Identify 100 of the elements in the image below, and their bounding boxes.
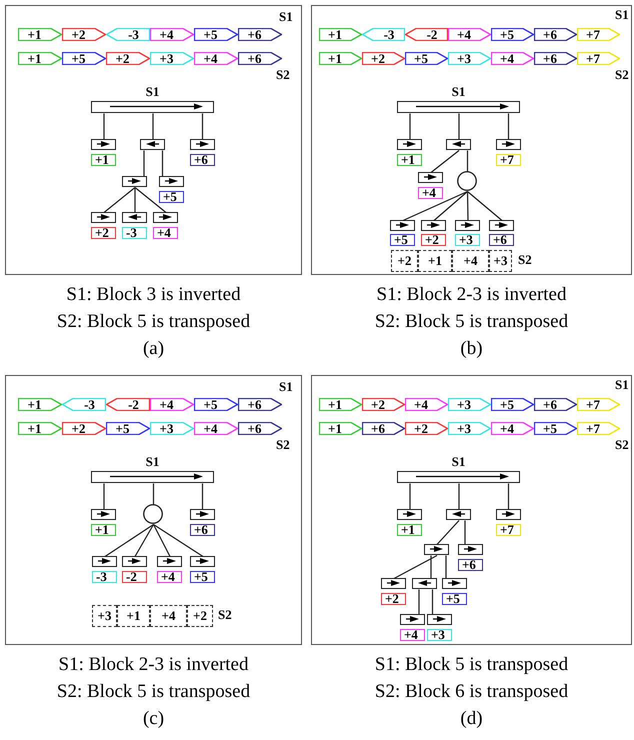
gene-block: +4 — [150, 28, 194, 41]
block-label: -3 — [122, 227, 147, 239]
orientation-box — [92, 556, 117, 567]
orientation-box — [412, 578, 437, 589]
tree-edge — [162, 150, 164, 176]
orientation-box — [190, 556, 215, 567]
gene-block: +5 — [491, 28, 534, 41]
tree-edge — [152, 524, 171, 557]
row-label: S2 — [218, 608, 232, 622]
tree-edge — [143, 150, 145, 176]
tree-edge — [202, 484, 204, 510]
gene-block: +4 — [194, 422, 238, 435]
gene-block: +4 — [150, 398, 194, 411]
order-cell: +1 — [117, 605, 150, 627]
circle-node — [143, 504, 163, 524]
block-label: +2 — [381, 593, 406, 605]
tree-edge — [409, 114, 411, 140]
orientation-box — [442, 578, 467, 589]
block-label: +5 — [190, 571, 215, 583]
subfigure-label: S2: Block 5 is transposed — [374, 310, 568, 334]
tree-edge — [508, 114, 510, 140]
subfigure-label: (d) — [460, 707, 483, 731]
subfigure-label: (c) — [142, 707, 164, 731]
gene-block: +6 — [238, 422, 282, 435]
tree-edge — [104, 187, 136, 213]
block-label: +2 — [421, 234, 446, 246]
orientation-box — [381, 578, 406, 589]
orientation-box — [455, 220, 480, 231]
gene-block: +2 — [106, 52, 150, 65]
block-label: +1 — [397, 154, 422, 166]
tree-edge — [104, 524, 154, 557]
tree-edge — [430, 150, 460, 173]
block-label: +5 — [390, 234, 415, 246]
gene-block: +6 — [534, 398, 577, 411]
orientation-box — [496, 139, 521, 150]
panel-frame — [311, 375, 632, 645]
gene-block: +2 — [362, 52, 405, 65]
row-label: S2 — [276, 68, 290, 82]
gene-block: -3 — [362, 28, 405, 41]
subfigure-label: S1: Block 2-3 is inverted — [376, 283, 566, 307]
gene-block: +1 — [319, 398, 362, 411]
tree-edge — [103, 484, 105, 510]
row-label: S2 — [615, 68, 629, 82]
order-cell: +4 — [452, 250, 489, 272]
orientation-box — [496, 509, 521, 520]
gene-block: +1 — [319, 52, 362, 65]
gene-block: +1 — [18, 52, 62, 65]
tree-edge — [409, 484, 411, 510]
subfigure-label: S2: Block 5 is transposed — [56, 310, 250, 334]
row-label: S1 — [615, 378, 629, 392]
gene-block: -3 — [62, 398, 106, 411]
tree-edge — [436, 520, 460, 545]
block-label: +5 — [442, 593, 467, 605]
gene-block: +7 — [577, 422, 620, 435]
row-label: S1 — [279, 10, 293, 24]
block-label: +1 — [91, 524, 116, 536]
gene-block: +1 — [319, 422, 362, 435]
orientation-box — [390, 220, 415, 231]
gene-block: +5 — [62, 52, 106, 65]
orientation-box — [190, 139, 215, 150]
gene-block: +6 — [534, 52, 577, 65]
tree-edge — [445, 556, 447, 578]
tree-edge — [402, 190, 468, 222]
tree-edge — [466, 150, 468, 172]
tree-label: S1 — [452, 85, 466, 99]
gene-block: +7 — [577, 52, 620, 65]
order-cell: +2 — [187, 605, 213, 627]
block-label: +1 — [397, 524, 422, 536]
block-label: +6 — [489, 234, 514, 246]
gene-block: +5 — [194, 398, 238, 411]
order-cell: +2 — [391, 250, 418, 272]
block-label: +4 — [157, 571, 182, 583]
tree-edge — [430, 556, 432, 578]
block-label: +6 — [458, 559, 483, 571]
block-label: +1 — [91, 154, 116, 166]
row-label: S2 — [615, 438, 629, 452]
gene-block: +2 — [362, 398, 405, 411]
gene-block: +1 — [319, 28, 362, 41]
orientation-box — [424, 544, 449, 555]
orientation-box — [91, 509, 116, 520]
gene-block: +4 — [194, 52, 238, 65]
orientation-box — [458, 544, 483, 555]
block-label: +6 — [190, 524, 215, 536]
gene-block: +5 — [491, 398, 534, 411]
row-label: S2 — [518, 253, 532, 267]
gene-block: +6 — [534, 28, 577, 41]
orientation-box — [446, 139, 471, 150]
tree-edge — [434, 191, 468, 221]
orientation-box — [157, 556, 182, 567]
order-cell: +3 — [92, 605, 117, 627]
orientation-box — [159, 176, 184, 187]
gene-block: +1 — [18, 28, 62, 41]
block-label: +6 — [190, 154, 215, 166]
tree-edge — [103, 114, 105, 140]
order-cell: +3 — [489, 250, 512, 272]
tree-edge — [134, 524, 154, 557]
order-cell: +1 — [418, 250, 452, 272]
orientation-box — [427, 614, 452, 625]
subfigure-label: S2: Block 5 is transposed — [56, 680, 250, 704]
gene-block: +3 — [448, 52, 491, 65]
